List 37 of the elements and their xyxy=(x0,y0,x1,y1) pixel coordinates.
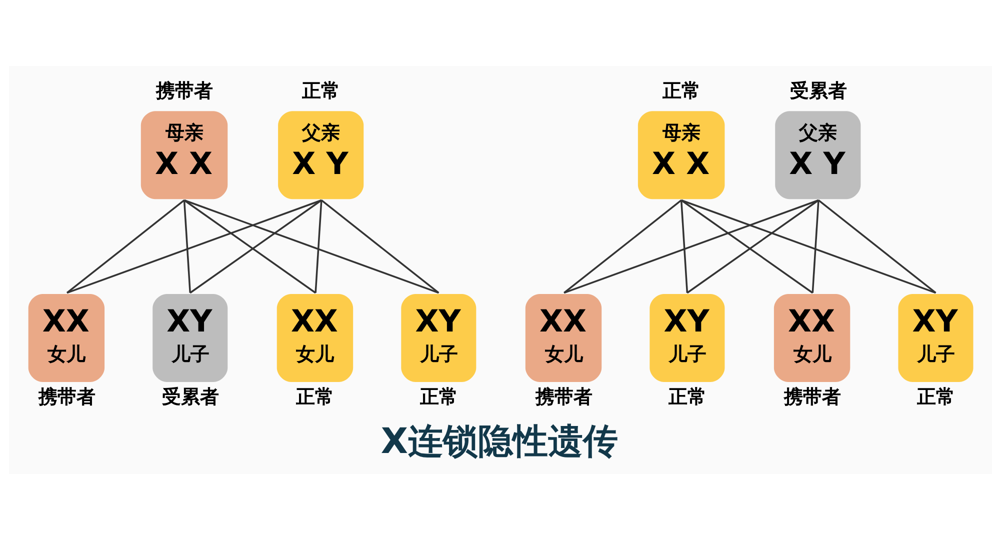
node-box: XX 女儿 xyxy=(276,294,353,382)
node-label: 受累者 xyxy=(789,80,846,102)
connector xyxy=(183,198,438,294)
node-label: 正常 xyxy=(916,386,954,408)
node-label: 正常 xyxy=(419,386,458,408)
connector xyxy=(320,199,439,294)
node-label: 携带者 xyxy=(38,386,95,408)
node-label: 携带者 xyxy=(156,80,213,102)
node-box: 父亲 X Y xyxy=(278,110,364,199)
node-label: 正常 xyxy=(662,80,700,102)
connector xyxy=(66,198,322,294)
node-box: XY 儿子 xyxy=(649,294,724,382)
connector xyxy=(680,200,688,292)
connector xyxy=(680,198,936,294)
node-box: XY 儿子 xyxy=(898,294,973,382)
node-label: 正常 xyxy=(302,80,340,102)
node-box: XY 儿子 xyxy=(400,294,476,382)
node-box: 母亲 X X xyxy=(140,110,228,199)
node-box: XX 女儿 xyxy=(28,294,104,382)
node-box: 母亲 X X xyxy=(637,110,724,199)
connector xyxy=(66,199,184,294)
connector xyxy=(817,199,936,294)
connector xyxy=(563,198,818,294)
connector xyxy=(811,200,819,292)
connector xyxy=(182,200,190,292)
connector xyxy=(563,199,682,294)
node-label: 受累者 xyxy=(161,386,218,408)
node-box: XX 女儿 xyxy=(524,294,602,382)
node-box: XY 儿子 xyxy=(152,294,228,382)
node-box: 父亲 X Y xyxy=(774,110,860,199)
node-label: 正常 xyxy=(296,386,334,408)
node-label: 正常 xyxy=(668,386,706,408)
diagram-title: X连锁隐性遗传 xyxy=(380,420,618,462)
connector xyxy=(314,200,322,292)
node-box: XX 女儿 xyxy=(773,294,850,382)
node-label: 携带者 xyxy=(783,386,840,408)
node-label: 携带者 xyxy=(534,386,592,408)
